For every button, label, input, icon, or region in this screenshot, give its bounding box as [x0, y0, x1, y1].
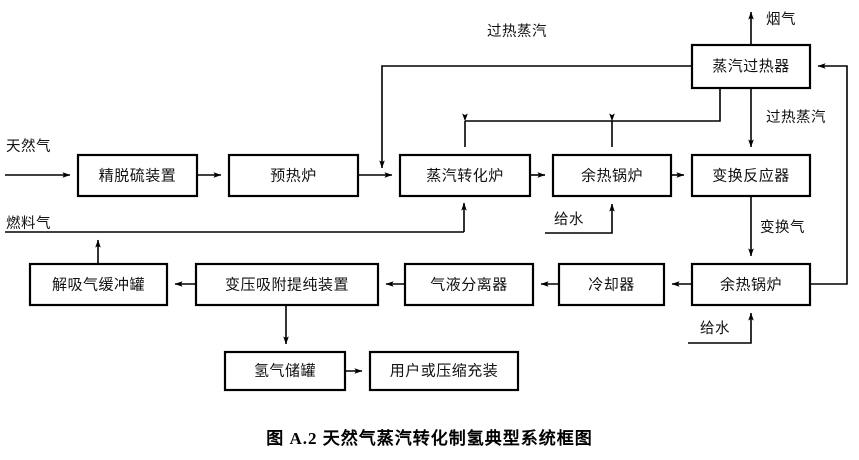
box-user-or-filling[interactable]: 用户或压缩充装: [368, 350, 520, 392]
stream-label-layer: 天然气 燃料气 过热蒸汽 烟气 过热蒸汽 变换气 给水 给水: [6, 11, 826, 337]
stream-label-natural-gas: 天然气: [6, 138, 51, 155]
connector-steam-header-to-superheater: [465, 88, 721, 122]
box-label-preheat-furnace: 预热炉: [270, 167, 317, 184]
box-label-hydrogen-storage: 氢气储罐: [254, 362, 316, 379]
box-shift-reactor[interactable]: 变换反应器: [690, 153, 812, 198]
stream-label-superheated-steam-top: 过热蒸汽: [487, 23, 547, 40]
connector-superheated-steam-to-reformer: [379, 65, 692, 169]
box-label-shift-reactor: 变换反应器: [712, 166, 790, 184]
stream-label-feedwater-boiler-bottom: 给水: [700, 320, 730, 337]
box-label-waste-heat-boiler-top: 余热锅炉: [581, 166, 643, 184]
connector-boiler-bottom-to-superheater: [810, 63, 848, 285]
connector-feedwater-to-boiler-top: [545, 203, 615, 234]
box-waste-heat-boiler-bottom[interactable]: 余热锅炉: [690, 262, 812, 307]
box-gas-liquid-separator[interactable]: 气液分离器: [403, 262, 535, 307]
stream-label-shift-gas: 变换气: [760, 219, 805, 236]
box-desorption-buffer-tank[interactable]: 解吸气缓冲罐: [28, 262, 169, 307]
box-label-user-or-filling: 用户或压缩充装: [390, 362, 499, 379]
box-label-cooler: 冷却器: [588, 276, 635, 293]
box-label-desorption-buffer-tank: 解吸气缓冲罐: [52, 276, 145, 293]
stream-label-superheated-steam-right: 过热蒸汽: [766, 109, 826, 126]
box-label-psa-purification: 变压吸附提纯装置: [225, 276, 349, 293]
box-label-steam-reformer: 蒸汽转化炉: [426, 167, 504, 184]
box-label-waste-heat-boiler-bottom: 余热锅炉: [720, 275, 782, 293]
box-layer: 精脱硫装置 预热炉 蒸汽转化炉 余热锅炉 变换反应器 蒸汽过热器: [28, 43, 812, 392]
stream-label-fuel-gas: 燃料气: [6, 214, 51, 232]
box-steam-reformer[interactable]: 蒸汽转化炉: [398, 153, 532, 198]
box-label-gas-liquid-separator: 气液分离器: [430, 276, 508, 293]
box-steam-superheater[interactable]: 蒸汽过热器: [690, 43, 812, 90]
box-psa-purification[interactable]: 变压吸附提纯装置: [194, 262, 380, 307]
box-waste-heat-boiler-top[interactable]: 余热锅炉: [551, 153, 673, 198]
stream-label-feedwater-boiler-top: 给水: [554, 211, 584, 228]
box-label-desulfurizer: 精脱硫装置: [99, 167, 177, 184]
connector-feedwater-to-boiler-bottom: [688, 312, 754, 344]
figure-caption: 图 A.2 天然气蒸汽转化制氢典型系统框图: [266, 429, 593, 448]
box-preheat-furnace[interactable]: 预热炉: [227, 153, 360, 198]
box-desulfurizer[interactable]: 精脱硫装置: [76, 153, 199, 198]
stream-label-flue-gas: 烟气: [766, 11, 796, 28]
box-cooler[interactable]: 冷却器: [557, 262, 666, 307]
box-label-steam-superheater: 蒸汽过热器: [712, 58, 790, 75]
box-hydrogen-storage[interactable]: 氢气储罐: [223, 350, 347, 392]
connector-layer: [5, 11, 848, 374]
